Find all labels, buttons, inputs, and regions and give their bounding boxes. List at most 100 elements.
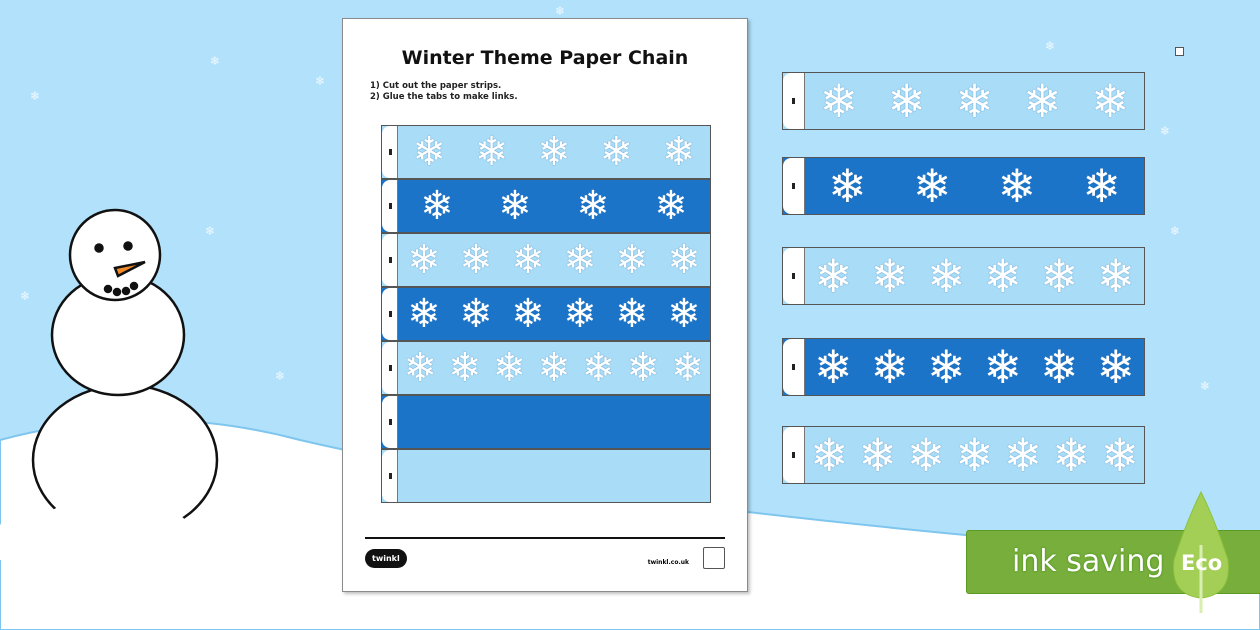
glue-tab: [783, 158, 805, 214]
twinkl-logo: twinkl: [365, 549, 407, 568]
instructions: 1) Cut out the paper strips. 2) Glue the…: [370, 81, 518, 103]
snowflake-icon: ❄: [906, 428, 946, 482]
snowflake-icon: ❄: [997, 159, 1037, 213]
svg-text:❄: ❄: [210, 54, 220, 68]
paper-strip-dark: ❄ ❄ ❄ ❄: [381, 179, 711, 233]
snowflake-row: ❄❄❄❄❄❄: [805, 249, 1144, 303]
worksheet-preview: Winter Theme Paper Chain 1) Cut out the …: [342, 18, 748, 592]
glue-tab: [382, 234, 398, 286]
snowflake-icon: ❄: [819, 74, 859, 128]
snowflake-icon: ❄: [511, 291, 545, 337]
snowflake-icon: ❄: [670, 345, 705, 391]
svg-text:❄: ❄: [1200, 379, 1210, 393]
snowflake-icon: ❄: [407, 291, 441, 337]
snowman: [0, 208, 245, 560]
paper-strip-light: ❄❄❄❄❄❄: [782, 247, 1145, 305]
snowflake-icon: ❄: [537, 345, 571, 391]
snowflake-icon: ❄: [563, 237, 597, 283]
snowflake-row: ❄ ❄ ❄ ❄ ❄ ❄: [398, 291, 710, 337]
snowflake-icon: ❄: [1052, 428, 1091, 482]
instruction-1: 1) Cut out the paper strips.: [370, 81, 502, 91]
snowflake-icon: ❄: [537, 129, 571, 175]
svg-text:❄: ❄: [205, 224, 215, 238]
leaf-icon: [1173, 490, 1229, 613]
snowflake-row: ❄❄❄❄❄: [398, 129, 710, 175]
checkbox[interactable]: [1175, 47, 1184, 56]
snowflake-icon: ❄: [563, 291, 597, 337]
snowflake-icon: ❄: [858, 428, 897, 482]
snowflake-icon: ❄: [1100, 428, 1140, 482]
snowflake-icon: ❄: [498, 183, 532, 229]
svg-text:❄: ❄: [275, 369, 285, 383]
snowflake-icon: ❄: [626, 345, 660, 391]
svg-text:❄: ❄: [1170, 224, 1180, 238]
snowflake-row: ❄❄❄❄: [805, 159, 1144, 213]
snowflake-icon: ❄: [1039, 340, 1079, 394]
snowflake-icon: ❄: [813, 249, 853, 303]
svg-text:❄: ❄: [30, 89, 40, 103]
paper-strip-light: ❄❄❄❄❄: [782, 72, 1145, 130]
snowflake-icon: ❄: [615, 291, 649, 337]
snowflake-icon: ❄: [412, 129, 446, 175]
snowflake-icon: ❄: [912, 159, 952, 213]
svg-text:❄: ❄: [20, 289, 30, 303]
checked-badge-icon: [703, 547, 725, 569]
snowflake-icon: ❄: [870, 249, 910, 303]
snowflake-icon: ❄: [1096, 249, 1136, 303]
instruction-2: 2) Glue the tabs to make links.: [370, 92, 518, 102]
paper-strip-light: [381, 449, 711, 503]
glue-tab: [382, 126, 398, 178]
glue-tab: [783, 339, 805, 395]
falling-snow: ❄❄❄❄❄❄❄❄❄❄❄❄: [20, 4, 1210, 548]
glue-tab: [783, 427, 805, 483]
snowflake-icon: ❄: [667, 237, 701, 283]
snowflake-icon: ❄: [870, 340, 910, 394]
snowflake-icon: ❄: [1003, 428, 1043, 482]
svg-text:❄: ❄: [315, 74, 325, 88]
snowflake-icon: ❄: [926, 340, 966, 394]
footer-site: twinkl.co.uk: [647, 559, 689, 566]
paper-strip-dark: ❄❄❄❄: [782, 157, 1145, 215]
svg-text:❄: ❄: [1045, 39, 1055, 53]
eco-label: Eco: [1181, 551, 1223, 575]
paper-strip-light: ❄ ❄ ❄ ❄ ❄ ❄: [381, 233, 711, 287]
snowflake-icon: ❄: [809, 428, 849, 482]
glue-tab: [382, 342, 398, 394]
carrot-nose: [113, 260, 146, 278]
glue-tab: [382, 396, 398, 448]
footer-divider: [365, 537, 725, 539]
snowflake-icon: ❄: [955, 74, 994, 128]
snowflake-row: ❄❄❄❄❄❄: [805, 340, 1144, 394]
paper-strip-dark: [381, 395, 711, 449]
snowflake-icon: ❄: [615, 237, 649, 283]
glue-tab: [382, 450, 398, 502]
snowflake-icon: ❄: [420, 183, 454, 229]
snowflake-icon: ❄: [1039, 249, 1079, 303]
snowflake-icon: ❄: [662, 129, 696, 175]
snowflake-row: ❄❄❄❄❄❄❄: [398, 345, 710, 391]
snowflake-icon: ❄: [926, 249, 966, 303]
snowflake-icon: ❄: [955, 428, 994, 482]
snowflake-icon: ❄: [448, 345, 482, 391]
snowflake-row: ❄ ❄ ❄ ❄: [398, 183, 710, 229]
snowflake-icon: ❄: [581, 345, 616, 391]
paper-strip-dark: ❄ ❄ ❄ ❄ ❄ ❄: [381, 287, 711, 341]
snowflake-icon: ❄: [667, 291, 701, 337]
glue-tab: [783, 248, 805, 304]
snowflake-icon: ❄: [813, 340, 853, 394]
paper-strip-light: ❄❄❄❄❄❄❄: [782, 426, 1145, 484]
snowflake-icon: ❄: [459, 291, 493, 337]
snowflake-icon: ❄: [407, 237, 441, 283]
snowflake-icon: ❄: [403, 345, 438, 391]
snowflake-icon: ❄: [1082, 159, 1121, 213]
snowflake-icon: ❄: [576, 183, 610, 229]
snowflake-icon: ❄: [474, 129, 509, 175]
snowflake-icon: ❄: [511, 237, 545, 283]
snowflake-icon: ❄: [1090, 74, 1130, 128]
paper-strip-light: ❄❄❄❄❄❄❄: [381, 341, 711, 395]
paper-strip-light: ❄❄❄❄❄: [381, 125, 711, 179]
snowflake-icon: ❄: [459, 237, 493, 283]
worksheet-title: Winter Theme Paper Chain: [401, 47, 689, 69]
snowflake-icon: ❄: [887, 74, 926, 128]
snowflake-icon: ❄: [654, 183, 688, 229]
